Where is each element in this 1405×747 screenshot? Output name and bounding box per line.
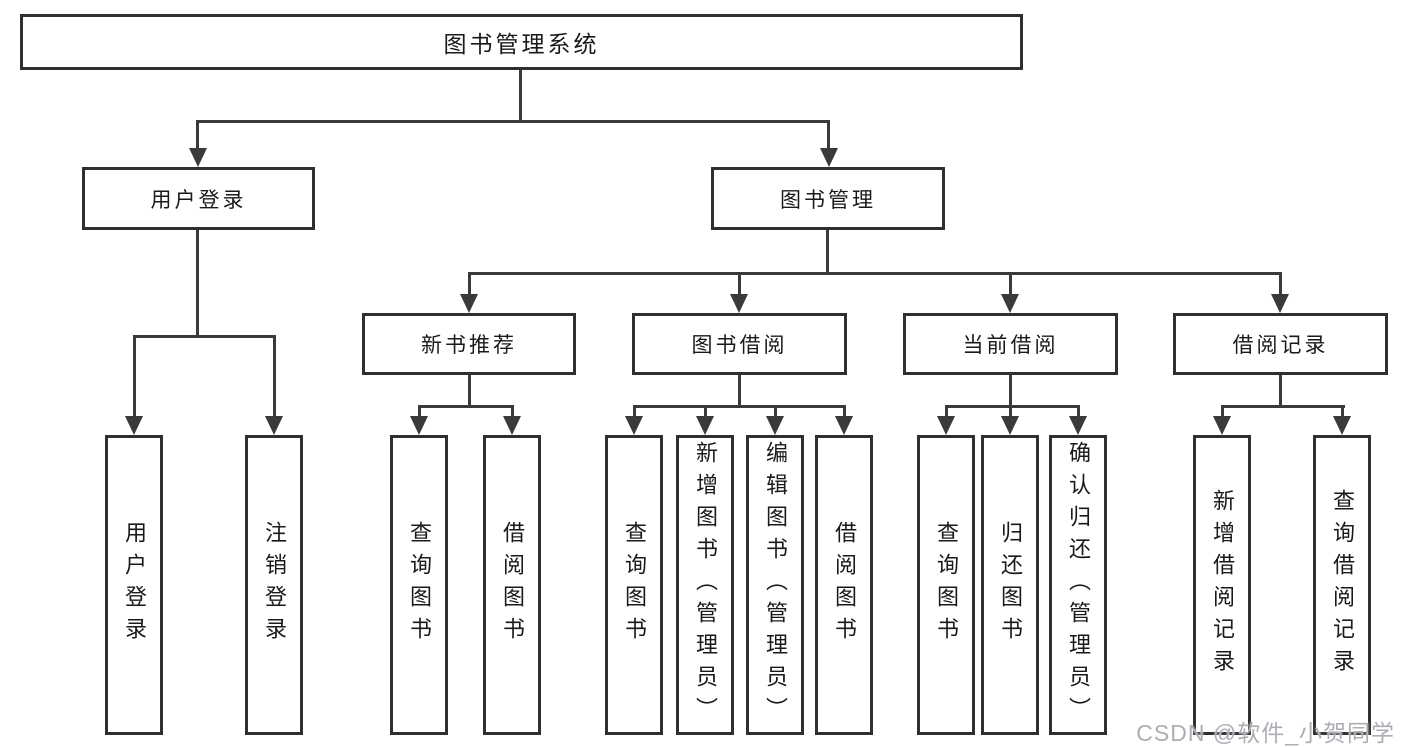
connector-stem (1009, 375, 1012, 405)
connector-root-stem (519, 70, 522, 120)
connector-drop-line (1341, 405, 1344, 417)
arrowhead-down-icon (125, 416, 143, 435)
connector-drop-line (738, 272, 741, 296)
connector-drop-line (774, 405, 777, 417)
node-leaf-borrow-books-recommend: 借阅图书 (483, 435, 541, 735)
arrowhead-down-icon (1271, 294, 1289, 313)
node-label: 借阅图书 (500, 521, 525, 649)
arrowhead-down-icon (503, 416, 521, 435)
node-leaf-edit-book-admin: 编辑图书（管理员） (746, 435, 804, 735)
node-leaf-query-books-current: 查询图书 (917, 435, 975, 735)
arrowhead-down-icon (410, 416, 428, 435)
node-label: 编辑图书（管理员） (763, 441, 788, 729)
connector-rail (1221, 405, 1345, 408)
connector-user-login-rail (133, 335, 276, 338)
node-leaf-return-books: 归还图书 (981, 435, 1039, 735)
node-leaf-borrow-books-borrowing: 借阅图书 (815, 435, 873, 735)
arrowhead-down-icon (730, 294, 748, 313)
connector-user-login-stem (196, 230, 199, 335)
node-label: 新增图书（管理员） (693, 441, 718, 729)
node-label: 图书管理系统 (443, 31, 600, 57)
node-library-management-system: 图书管理系统 (20, 14, 1023, 70)
node-label: 图书管理 (780, 188, 876, 212)
connector-stem (738, 375, 741, 405)
arrowhead-down-icon (835, 416, 853, 435)
connector-drop-line (1009, 405, 1012, 417)
arrowhead-down-icon (1333, 416, 1351, 435)
node-leaf-query-books-recommend: 查询图书 (390, 435, 448, 735)
node-leaf-query-books-borrowing: 查询图书 (605, 435, 663, 735)
connector-drop-line (704, 405, 707, 417)
connector-drop-line (1077, 405, 1080, 417)
node-borrowing-records: 借阅记录 (1173, 313, 1388, 375)
connector-rail (945, 405, 1080, 408)
csdn-watermark: CSDN @软件_小贺同学 (1136, 720, 1395, 746)
connector-drop-line (1009, 272, 1012, 296)
node-leaf-user-login: 用户登录 (105, 435, 163, 735)
node-user-login: 用户登录 (82, 167, 315, 230)
connector-stem (468, 375, 471, 405)
arrowhead-down-icon (766, 416, 784, 435)
connector-book-management-rail (468, 272, 1282, 275)
connector-drop-line (133, 335, 136, 416)
node-book-borrowing: 图书借阅 (632, 313, 847, 375)
connector-rail (633, 405, 846, 408)
node-label: 查询图书 (934, 521, 959, 649)
node-book-management: 图书管理 (711, 167, 945, 230)
arrowhead-down-icon (820, 148, 838, 167)
node-label: 注销登录 (262, 521, 287, 649)
node-leaf-confirm-return-admin: 确认归还（管理员） (1049, 435, 1107, 735)
arrowhead-down-icon (625, 416, 643, 435)
arrowhead-down-icon (460, 294, 478, 313)
node-new-book-recommendation: 新书推荐 (362, 313, 576, 375)
node-leaf-add-borrow-record: 新增借阅记录 (1193, 435, 1251, 735)
connector-drop-line (196, 120, 199, 149)
connector-book-management-stem (826, 230, 829, 272)
connector-drop-line (1279, 272, 1282, 296)
connector-drop-line (945, 405, 948, 417)
node-label: 当前借阅 (962, 334, 1059, 357)
node-label: 查询借阅记录 (1330, 489, 1355, 681)
node-label: 借阅图书 (832, 521, 857, 649)
node-label: 新书推荐 (421, 334, 517, 357)
arrowhead-down-icon (1069, 416, 1087, 435)
node-label: 新增借阅记录 (1210, 489, 1235, 681)
connector-drop-line (468, 272, 471, 296)
node-label: 借阅记录 (1232, 334, 1329, 357)
arrowhead-down-icon (937, 416, 955, 435)
connector-drop-line (843, 405, 846, 417)
node-label: 用户登录 (150, 188, 247, 212)
node-leaf-query-borrow-record: 查询借阅记录 (1313, 435, 1371, 735)
connector-drop-line (827, 120, 830, 149)
connector-drop-line (1221, 405, 1224, 417)
node-current-borrowing: 当前借阅 (903, 313, 1118, 375)
arrowhead-down-icon (1213, 416, 1231, 435)
connector-drop-line (418, 405, 421, 417)
arrowhead-down-icon (696, 416, 714, 435)
connector-drop-line (633, 405, 636, 417)
connector-drop-line (273, 335, 276, 416)
node-label: 归还图书 (998, 521, 1023, 649)
connector-stem (1279, 375, 1282, 405)
node-label: 查询图书 (407, 521, 432, 649)
arrowhead-down-icon (1001, 294, 1019, 313)
node-label: 用户登录 (122, 521, 147, 649)
node-label: 图书借阅 (691, 334, 788, 357)
connector-rail (418, 405, 514, 408)
node-leaf-add-book-admin: 新增图书（管理员） (676, 435, 734, 735)
node-label: 确认归还（管理员） (1066, 441, 1091, 729)
connector-root-rail (196, 120, 830, 123)
arrowhead-down-icon (189, 148, 207, 167)
node-leaf-logout: 注销登录 (245, 435, 303, 735)
arrowhead-down-icon (265, 416, 283, 435)
connector-drop-line (511, 405, 514, 417)
node-label: 查询图书 (622, 521, 647, 649)
arrowhead-down-icon (1001, 416, 1019, 435)
